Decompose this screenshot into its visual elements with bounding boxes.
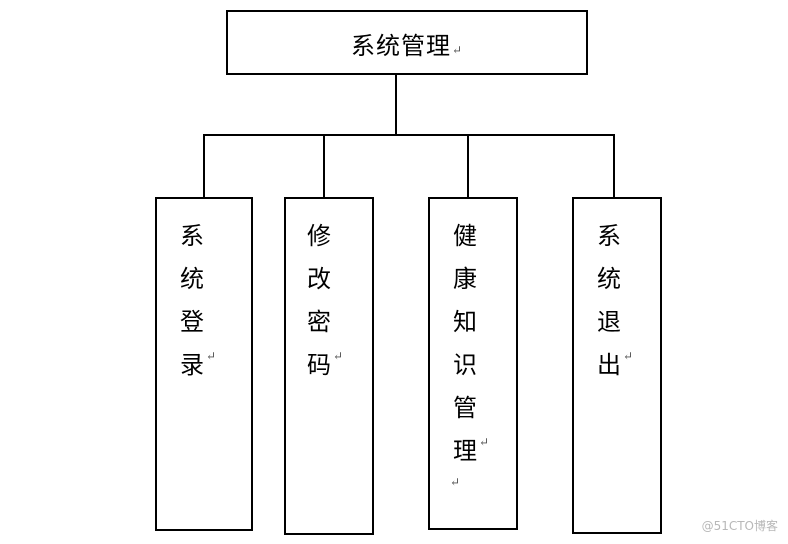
label-char: 密 bbox=[307, 308, 331, 336]
paragraph-mark-icon: ↵ bbox=[206, 349, 217, 363]
label-char: 统 bbox=[597, 265, 621, 293]
child-node-system-login: 系 统 登 录 ↵ bbox=[155, 197, 253, 531]
label-char: 理 bbox=[453, 437, 477, 465]
child-node-label: 系 统 退 出 bbox=[594, 215, 624, 387]
label-char: 识 bbox=[453, 351, 477, 379]
root-node-label: 系统管理↵ bbox=[228, 26, 586, 61]
child-node-label: 系 统 登 录 bbox=[177, 215, 207, 387]
paragraph-mark-icon: ↵ bbox=[623, 349, 634, 363]
branch-connector-health-knowledge bbox=[467, 134, 469, 198]
label-char: 退 bbox=[597, 308, 621, 336]
label-char: 出 bbox=[597, 351, 621, 379]
label-char: 码 bbox=[307, 351, 331, 379]
watermark: @51CTO博客 bbox=[701, 519, 778, 533]
root-node-system-management: 系统管理↵ bbox=[226, 10, 588, 75]
label-char: 修 bbox=[307, 222, 331, 250]
label-char: 统 bbox=[180, 265, 204, 293]
branch-connector-change-password bbox=[323, 134, 325, 198]
label-char: 系 bbox=[180, 222, 204, 250]
label-char: 录 bbox=[180, 351, 204, 379]
paragraph-mark-icon: ↵ bbox=[479, 435, 490, 449]
label-char: 管 bbox=[453, 394, 477, 422]
label-char: 登 bbox=[180, 308, 204, 336]
label-char: 康 bbox=[453, 265, 477, 293]
horizontal-connector bbox=[203, 134, 615, 136]
paragraph-mark-icon: ↵ bbox=[450, 475, 461, 489]
label-char: 改 bbox=[307, 265, 331, 293]
label-char: 健 bbox=[453, 222, 477, 250]
child-node-change-password: 修 改 密 码 ↵ bbox=[284, 197, 374, 535]
label-char: 知 bbox=[453, 308, 477, 336]
branch-connector-exit bbox=[613, 134, 615, 198]
root-node-text: 系统管理 bbox=[350, 32, 451, 60]
child-node-label: 健 康 知 识 管 理 bbox=[450, 215, 480, 473]
paragraph-mark-icon: ↵ bbox=[451, 43, 464, 57]
branch-connector-login bbox=[203, 134, 205, 198]
child-node-system-exit: 系 统 退 出 ↵ bbox=[572, 197, 662, 534]
child-node-health-knowledge-management: 健 康 知 识 管 理 ↵ ↵ bbox=[428, 197, 518, 530]
child-node-label: 修 改 密 码 bbox=[304, 215, 334, 387]
paragraph-mark-icon: ↵ bbox=[333, 349, 344, 363]
trunk-connector bbox=[395, 75, 397, 135]
label-char: 系 bbox=[597, 222, 621, 250]
